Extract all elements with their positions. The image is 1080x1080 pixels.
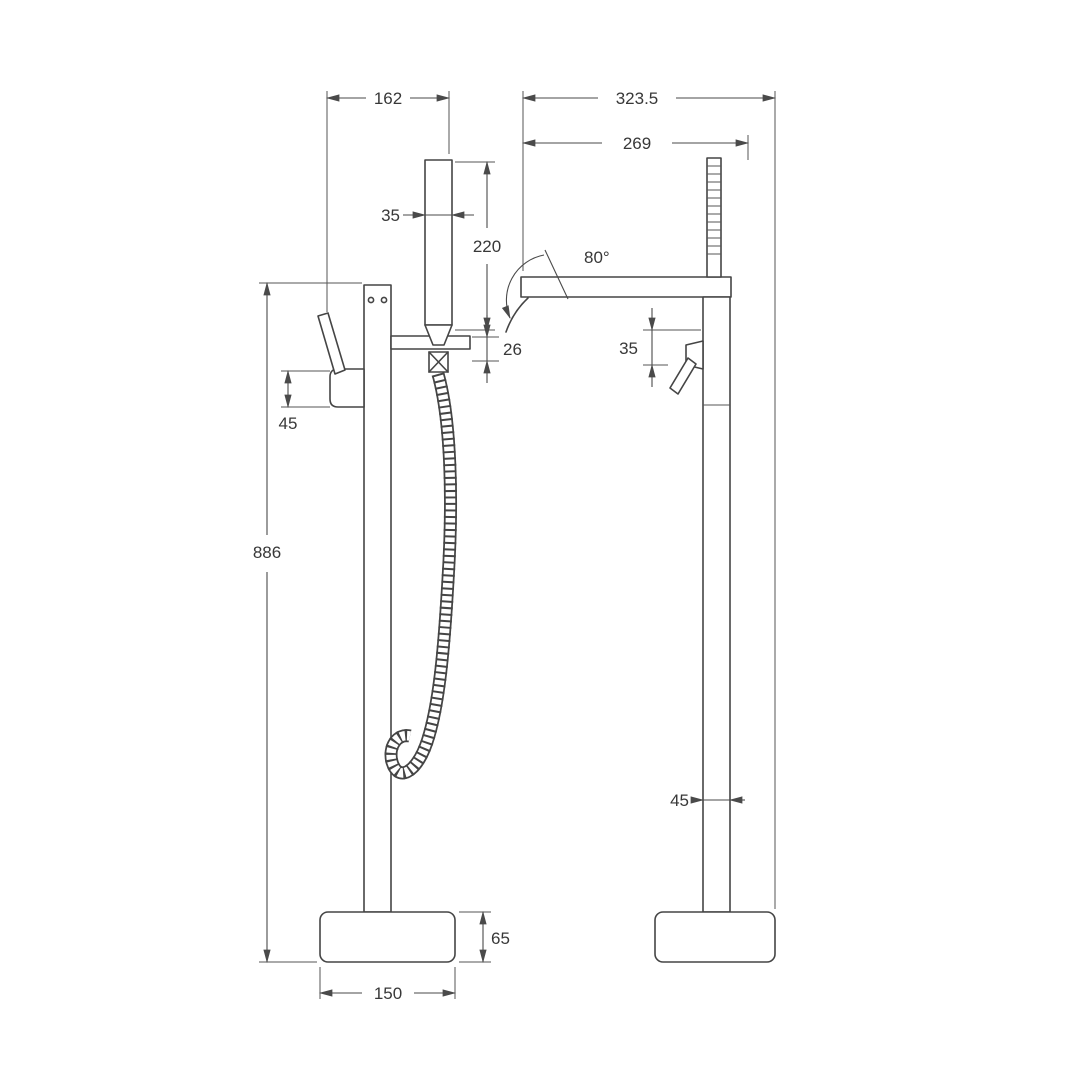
dim-150-label: 150 [374,984,402,1003]
handset-ribs [707,165,721,255]
right-extension-lines [522,91,776,909]
floor-base-front [654,911,776,963]
handset-nozzle [424,324,453,346]
dim-220-label: 220 [473,237,501,256]
lever-handle [317,312,346,375]
dim-handset-height: 220 [473,160,501,332]
handle-lever [669,357,697,395]
right-view: 80° 323.5 269 35 45 [501,89,777,963]
handset-front-body [706,157,722,278]
hand-shower-side [424,159,453,373]
hose-ribs [384,372,458,780]
hose-nut-cross [428,351,449,373]
dim-45-column-label: 45 [670,791,689,810]
riser-column-front [702,296,731,913]
handset-body [424,159,453,326]
angle-arc [501,254,545,320]
riser-column-side [363,284,392,913]
dim-overall-width: 323.5 [521,89,777,108]
dim-column-width: 45 [670,791,745,810]
dim-35-left-label: 35 [381,206,400,225]
dim-26-label: 26 [503,340,522,359]
shower-hose [384,372,458,780]
dim-886-label: 886 [253,543,281,562]
dim-lever-height: 45 [279,369,298,433]
waterfall-spout [520,276,732,298]
dim-base-width: 150 [318,984,457,1003]
dim-269-label: 269 [623,134,651,153]
dim-bracket-offset: 26 [483,315,522,383]
dim-323-label: 323.5 [616,89,659,108]
dim-handset-width: 35 [381,206,474,225]
screw-detail-2 [380,296,388,304]
dim-162-label: 162 [374,89,402,108]
dim-35-right-label: 35 [619,339,638,358]
dim-45-lever-label: 45 [279,414,298,433]
dim-handle-height: 35 [619,308,656,387]
dim-spout-angle: 80° [501,248,610,320]
floor-base-side [319,911,456,963]
dim-80deg-label: 80° [584,248,610,267]
screw-detail-1 [367,296,375,304]
water-stream-curve [505,297,529,333]
angle-reference-line [544,249,569,300]
dim-overall-height: 886 [253,281,281,964]
mixer-lever-side [317,312,365,408]
left-view: 162 35 220 26 45 [253,89,522,1003]
dim-base-height: 65 [479,910,510,964]
hand-shower-front [706,157,722,278]
dim-65-label: 65 [491,929,510,948]
dim-spout-reach: 269 [521,134,750,153]
mixer-handle-front [669,340,704,395]
dim-top-width: 162 [325,89,451,108]
